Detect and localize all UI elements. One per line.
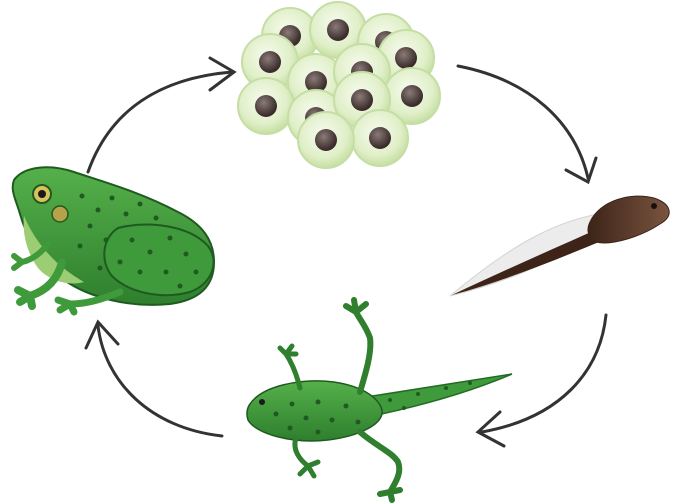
tadpole-icon xyxy=(450,196,669,296)
tadpole-eye xyxy=(651,203,657,209)
arrow-eggs-to-tadpole xyxy=(458,66,596,182)
egg xyxy=(238,78,294,134)
egg xyxy=(352,110,408,166)
egg xyxy=(298,112,354,168)
tadpole-fin xyxy=(450,212,612,296)
arrow-frog-to-eggs xyxy=(88,58,234,172)
adult-frog-icon xyxy=(13,167,214,312)
froglet-icon xyxy=(247,300,512,500)
tadpole-tail xyxy=(452,228,604,295)
arrow-froglet-to-frog xyxy=(86,322,222,436)
tadpole-body xyxy=(588,196,669,243)
frog-eggs-icon xyxy=(238,2,440,168)
